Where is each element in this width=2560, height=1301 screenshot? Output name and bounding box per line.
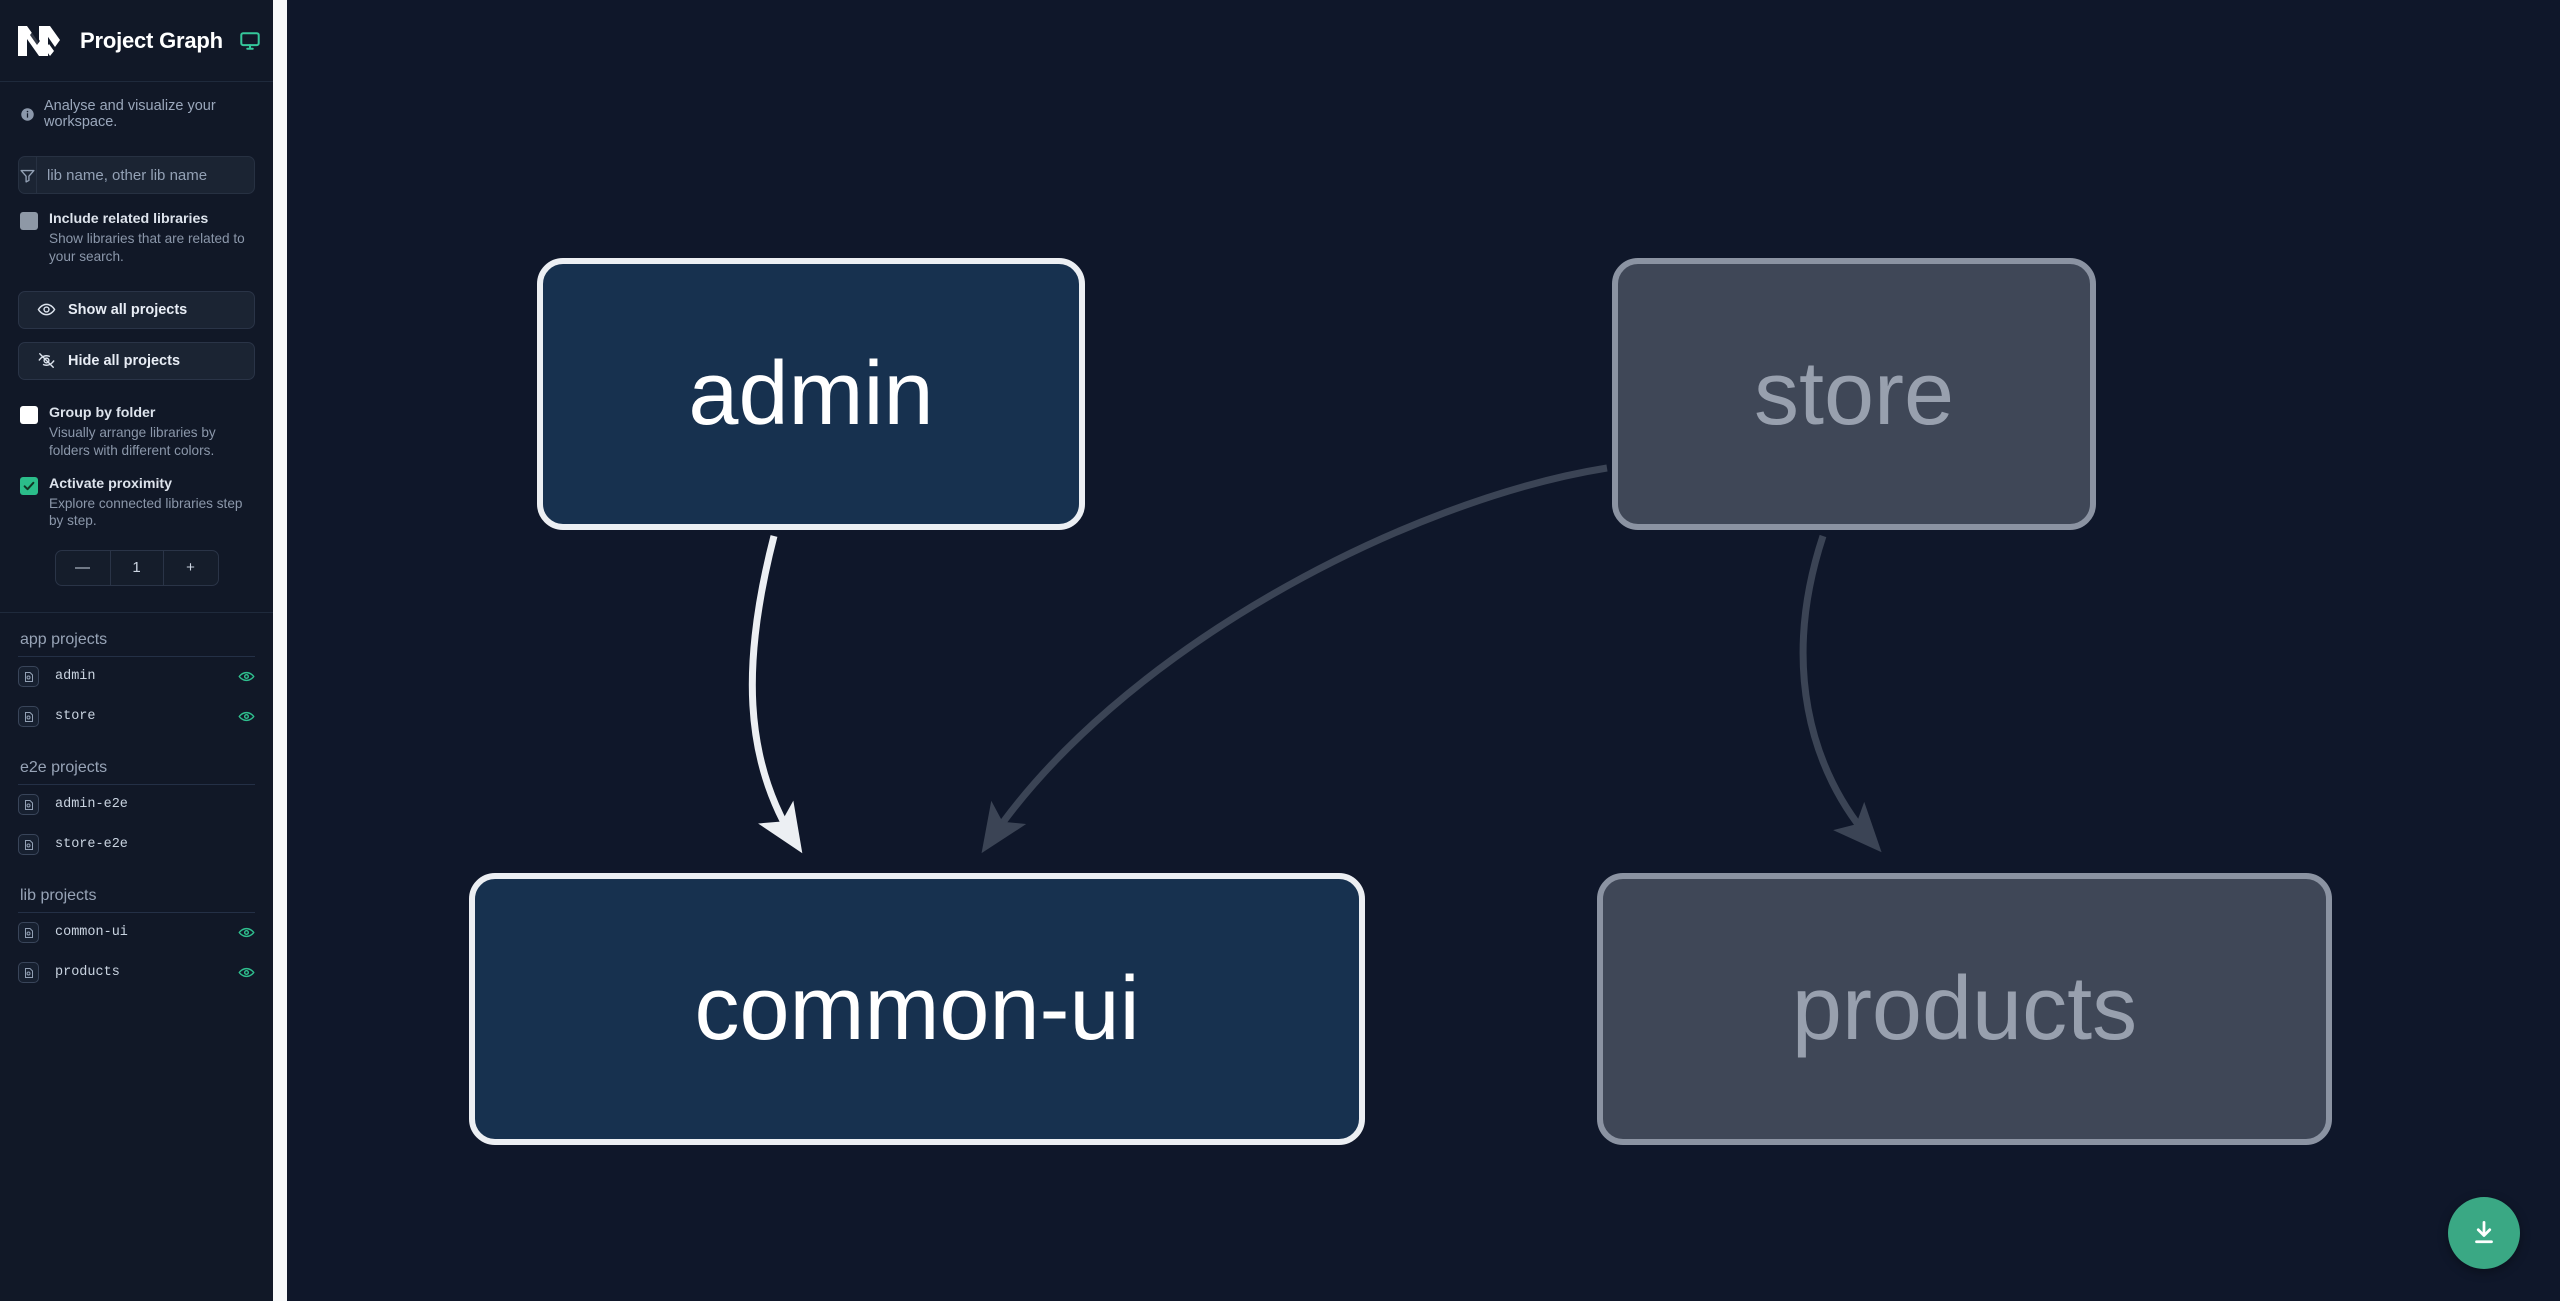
eye-off-icon [38, 353, 55, 369]
project-group-lib: lib projects common-ui products [0, 865, 273, 993]
graph-node-store[interactable]: store [1612, 258, 2096, 530]
option-group-by-folder[interactable]: Group by folder Visually arrange librari… [0, 380, 273, 459]
download-icon [2475, 1221, 2493, 1244]
project-list-item-common-ui[interactable]: common-ui [18, 913, 255, 953]
option-include-related-libraries[interactable]: Include related libraries Show libraries… [0, 194, 273, 265]
sidebar-resize-handle[interactable] [273, 0, 287, 1301]
project-type-icon [18, 794, 39, 816]
sidebar-divider [0, 611, 273, 613]
option-title: Include related libraries [49, 211, 209, 227]
project-group-title: app projects [18, 613, 255, 657]
project-group-title: lib projects [18, 865, 255, 913]
eye-icon[interactable] [238, 964, 255, 981]
graph-node-label: common-ui [694, 958, 1140, 1059]
project-name: products [55, 965, 120, 981]
project-type-icon [18, 834, 39, 856]
graph-node-products[interactable]: products [1597, 873, 2332, 1145]
project-name: store [55, 709, 96, 725]
graph-edges [748, 464, 1882, 854]
checkbox-group-by-folder[interactable] [20, 405, 38, 424]
project-type-icon [18, 922, 39, 944]
proximity-decrement-button[interactable]: — [75, 559, 90, 577]
project-list-item-store-e2e[interactable]: store-e2e [18, 825, 255, 865]
edge-store-to-products [1799, 534, 1882, 853]
option-title: Group by folder [49, 404, 156, 421]
project-group-title: e2e projects [18, 737, 255, 785]
graph-node-common-ui[interactable]: common-ui [469, 873, 1365, 1145]
project-type-icon [18, 666, 39, 688]
project-name: admin-e2e [55, 797, 128, 813]
project-list-item-admin[interactable]: admin [18, 657, 255, 697]
graph-node-label: admin [688, 343, 934, 444]
proximity-increment-button[interactable]: + [186, 559, 195, 577]
project-type-icon [18, 962, 39, 984]
hide-all-projects-button[interactable]: Hide all projects [18, 341, 255, 380]
info-icon [20, 107, 35, 122]
check-icon [23, 481, 35, 491]
project-list-item-admin-e2e[interactable]: admin-e2e [18, 785, 255, 825]
download-button[interactable] [2448, 1197, 2520, 1269]
eye-icon[interactable] [238, 668, 255, 685]
proximity-stepper: — 1 + [0, 549, 273, 586]
tagline: Analyse and visualize your workspace. [0, 82, 273, 142]
graph-node-label: products [1791, 958, 2138, 1059]
show-all-projects-button[interactable]: Show all projects [18, 290, 255, 329]
edge-admin-to-common-ui [748, 535, 803, 854]
project-type-icon [18, 706, 39, 728]
option-description: Show libraries that are related to your … [49, 231, 245, 264]
page-title: Project Graph [80, 27, 223, 53]
option-description: Visually arrange libraries by folders wi… [49, 425, 216, 458]
eye-icon[interactable] [238, 708, 255, 725]
project-group-app: app projects admin store [0, 613, 273, 737]
graph-node-admin[interactable]: admin [537, 258, 1085, 530]
project-list-item-store[interactable]: store [18, 697, 255, 737]
project-name: admin [55, 669, 96, 685]
project-group-e2e: e2e projects admin-e2e store-e2e [0, 737, 273, 865]
graph-node-label: store [1753, 343, 1955, 444]
checkbox-activate-proximity[interactable] [20, 476, 38, 495]
eye-icon[interactable] [238, 924, 255, 941]
sidebar-header: Project Graph [0, 0, 273, 82]
search-field-wrapper[interactable] [18, 156, 255, 194]
proximity-value: 1 [109, 550, 164, 585]
filter-funnel-icon [19, 157, 37, 193]
eye-icon [37, 304, 56, 316]
search-input[interactable] [37, 157, 254, 193]
monitor-icon[interactable] [239, 30, 261, 52]
tagline-text: Analyse and visualize your workspace. [44, 98, 216, 130]
hide-all-projects-label: Hide all projects [68, 352, 181, 369]
graph-canvas[interactable]: admin store common-ui products [287, 0, 2560, 1301]
option-activate-proximity[interactable]: Activate proximity Explore connected lib… [0, 459, 273, 530]
nx-logo-icon [16, 22, 62, 60]
project-list-item-products[interactable]: products [18, 953, 255, 993]
option-title: Activate proximity [49, 475, 172, 492]
project-name: common-ui [55, 925, 128, 941]
checkbox-include-related-libraries[interactable] [20, 212, 38, 230]
show-all-projects-label: Show all projects [68, 301, 188, 318]
project-name: store-e2e [55, 837, 128, 853]
edge-store-to-common-ui [981, 464, 1608, 854]
sidebar: Project Graph Analyse and visualize your… [0, 0, 273, 1301]
option-description: Explore connected libraries step by step… [49, 496, 243, 529]
